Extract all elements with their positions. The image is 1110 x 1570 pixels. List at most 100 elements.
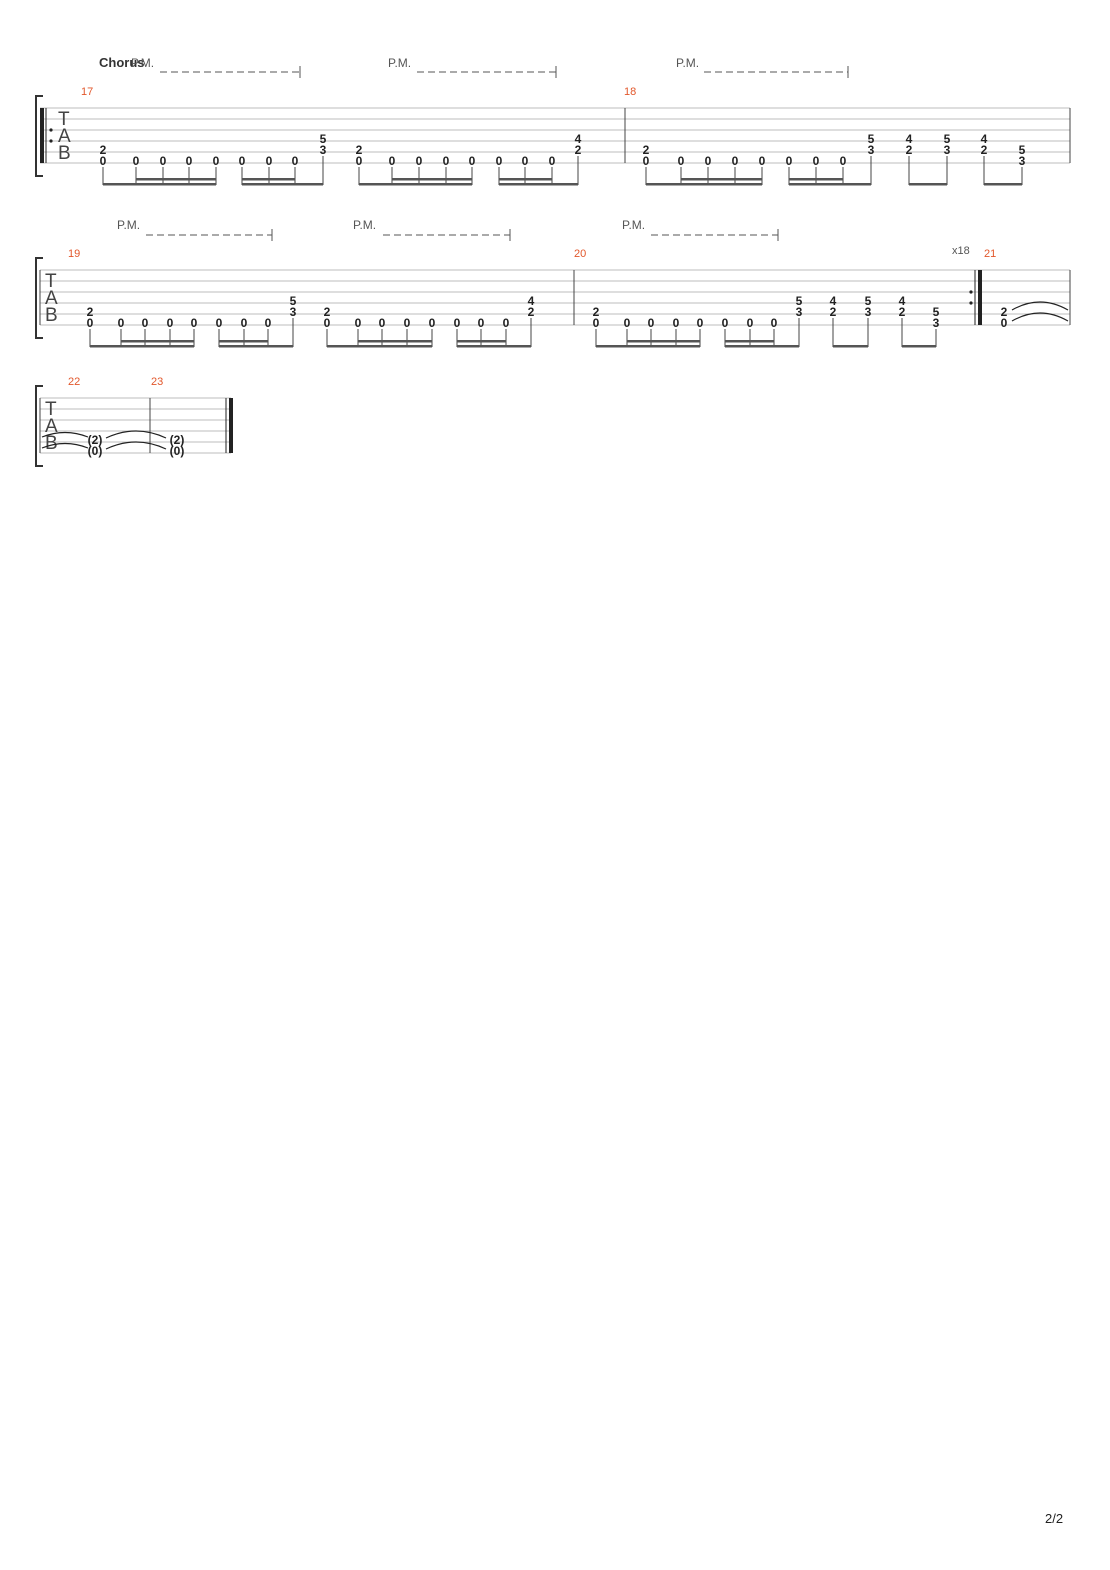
tie: [105, 430, 167, 439]
fret-number: 3: [933, 316, 940, 330]
fret-number: 4: [528, 294, 535, 308]
fret-number: 0: [167, 316, 174, 330]
fret-number: 2: [981, 143, 988, 157]
palm-mute-label: P.M.: [622, 218, 646, 232]
fret-number: 3: [944, 143, 951, 157]
fret-number: 0: [496, 154, 503, 168]
bar-18: 0 2 0 0 0 0 0 0 0 3 5 2 4 3 5 2 4 3 5: [643, 132, 1026, 168]
fret-number: 0: [379, 316, 386, 330]
staff-lines: [40, 269, 1070, 326]
rhythm-beams: [90, 340, 936, 348]
system-bracket: [35, 257, 43, 339]
fret-number: 0: [87, 316, 94, 330]
staff-lines: [40, 397, 231, 454]
fret-number: 0: [429, 316, 436, 330]
tie: [41, 442, 89, 449]
fret-number: 0: [191, 316, 198, 330]
tab-clef: A: [45, 416, 58, 437]
staff-system-2: T A B 0 2 0 0 0 0 0 0 0 3 5 0: [35, 229, 1071, 348]
fret-number: 3: [865, 305, 872, 319]
fret-number: 0: [522, 154, 529, 168]
fret-number: 0: [292, 154, 299, 168]
fret-number: 0: [160, 154, 167, 168]
bar-22: (0) (2): [41, 430, 167, 458]
fret-number: 2: [87, 305, 94, 319]
fret-number: 3: [290, 305, 297, 319]
fret-number: 0: [118, 316, 125, 330]
rhythm-stems: [102, 156, 1023, 185]
tie: [41, 431, 89, 438]
fret-number: 4: [981, 132, 988, 146]
fret-number: 2: [593, 305, 600, 319]
tie: [1011, 312, 1069, 322]
fret-number: 3: [320, 143, 327, 157]
fret-number: (2): [88, 433, 103, 447]
rhythm-stems: [89, 318, 937, 347]
fret-number: 0: [469, 154, 476, 168]
bar-21: 0 2: [1001, 301, 1069, 330]
fret-number: 0: [705, 154, 712, 168]
repeat-start-barline: [40, 108, 44, 163]
fret-number: 0: [678, 154, 685, 168]
fret-number: 0: [747, 316, 754, 330]
fret-number: (0): [170, 444, 185, 458]
fret-number: 2: [100, 143, 107, 157]
fret-number: 0: [759, 154, 766, 168]
fret-number: 0: [186, 154, 193, 168]
fret-number: 2: [906, 143, 913, 157]
final-barline: [229, 398, 233, 453]
palm-mute-label: P.M.: [676, 56, 700, 70]
repeat-dot: [49, 139, 53, 143]
fret-number: 5: [944, 132, 951, 146]
fret-number: 0: [840, 154, 847, 168]
tab-clef: T: [58, 109, 70, 130]
fret-number: 4: [899, 294, 906, 308]
fret-number: 2: [643, 143, 650, 157]
fret-number: 0: [324, 316, 331, 330]
bar-number: 19: [68, 248, 81, 260]
page-number: 2/2: [1045, 1511, 1064, 1526]
repeat-dot: [969, 290, 973, 294]
fret-number: 0: [786, 154, 793, 168]
fret-number: 0: [241, 316, 248, 330]
fret-number: 0: [266, 154, 273, 168]
section-label: Chorus: [99, 55, 145, 70]
fret-number: 5: [796, 294, 803, 308]
bar-number: 20: [574, 248, 587, 260]
staff-system-1: T A B 0 2 0 0 0 0 0 0 0 3 5 0 2: [35, 66, 1071, 186]
fret-number: 5: [933, 305, 940, 319]
rhythm-beams: [103, 178, 1022, 186]
fret-number: 0: [643, 154, 650, 168]
fret-number: 2: [1001, 305, 1008, 319]
fret-number: 0: [100, 154, 107, 168]
palm-mute-label: P.M.: [117, 218, 141, 232]
bar-number: 23: [151, 376, 164, 388]
fret-number: 4: [830, 294, 837, 308]
fret-number: 0: [478, 316, 485, 330]
bar-20: 0 2 0 0 0 0 0 0 0 3 5 2 4 3 5 2 4 3 5: [593, 294, 940, 330]
fret-number: 0: [503, 316, 510, 330]
tab-clef: B: [45, 433, 58, 454]
palm-mute-label: P.M.: [353, 218, 377, 232]
repeat-end-barline: [978, 270, 982, 325]
fret-number: 0: [416, 154, 423, 168]
palm-mute-label: P.M.: [388, 56, 412, 70]
fret-number: 0: [1001, 316, 1008, 330]
fret-number: 0: [722, 316, 729, 330]
fret-number: 0: [549, 154, 556, 168]
fret-number: 0: [624, 316, 631, 330]
fret-number: 2: [324, 305, 331, 319]
fret-number: 3: [796, 305, 803, 319]
fret-number: (0): [88, 444, 103, 458]
bar-number: 18: [624, 86, 637, 98]
fret-number: 5: [865, 294, 872, 308]
fret-number: 0: [389, 154, 396, 168]
fret-number: 3: [868, 143, 875, 157]
bar-number: 22: [68, 376, 81, 388]
fret-number: 3: [1019, 154, 1026, 168]
fret-number: 0: [443, 154, 450, 168]
fret-number: 0: [142, 316, 149, 330]
palm-mute-label: P.M.: [131, 56, 155, 70]
fret-number: 2: [575, 143, 582, 157]
fret-number: 2: [830, 305, 837, 319]
